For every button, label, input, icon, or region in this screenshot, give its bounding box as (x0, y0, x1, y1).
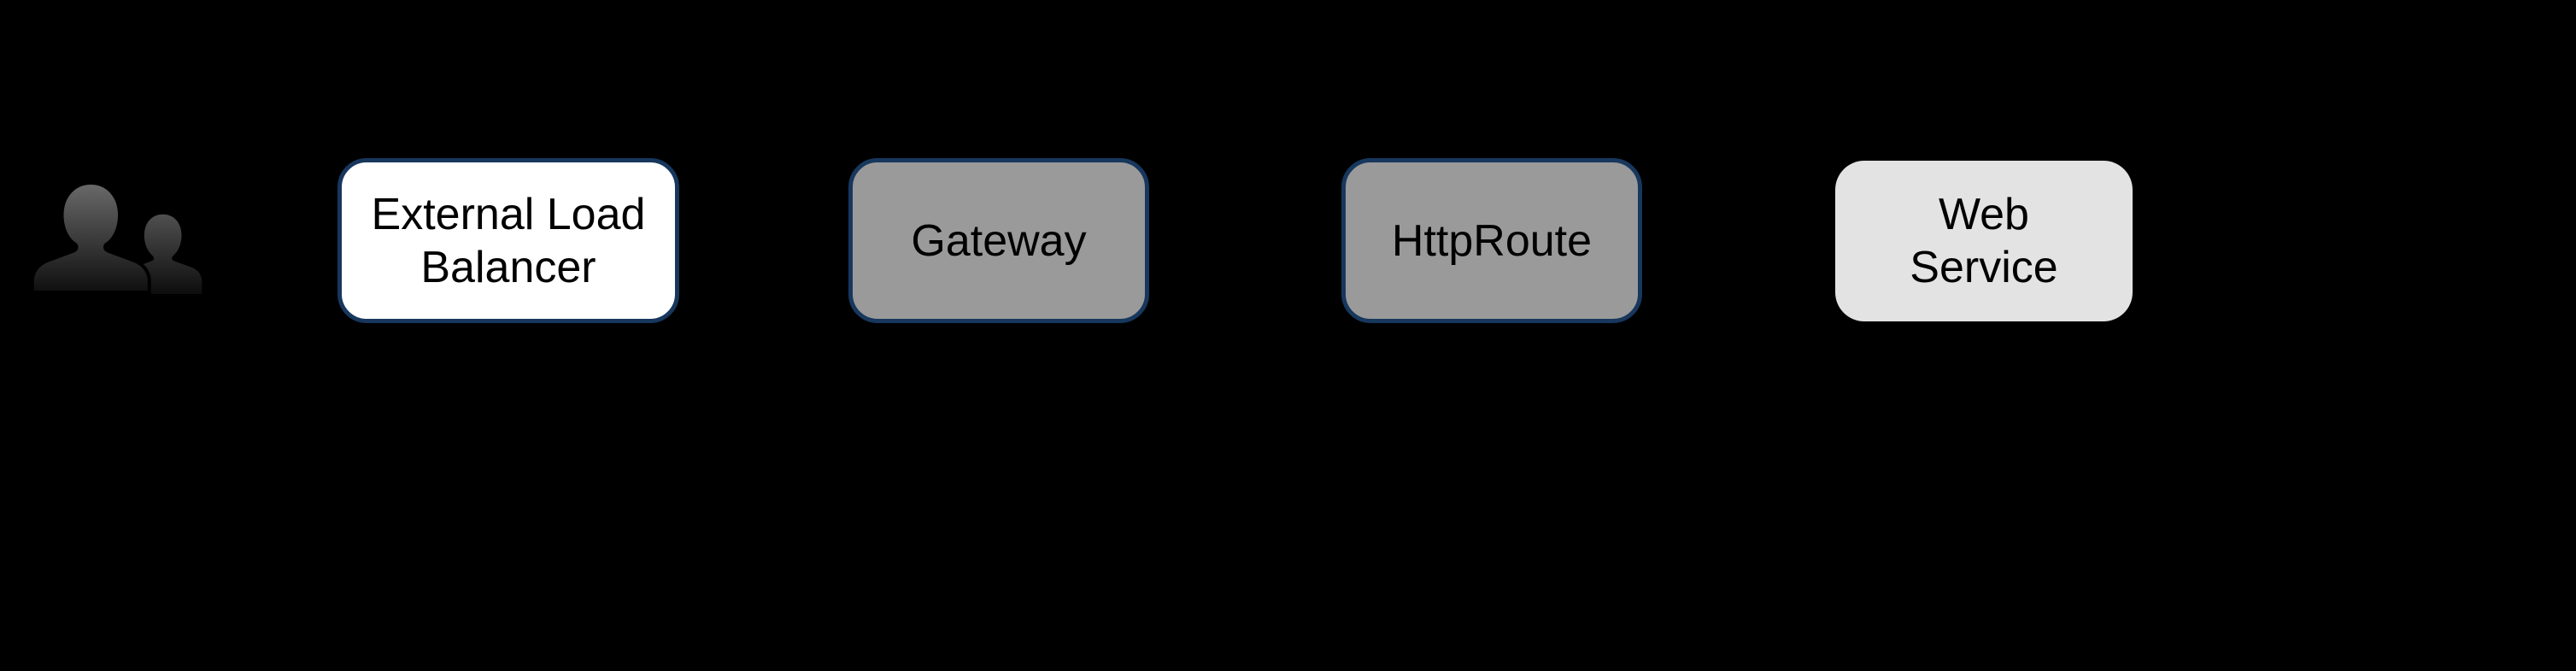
node-label-line: Balancer (420, 242, 596, 292)
users-icon (30, 181, 202, 295)
node-gateway: Gateway (848, 158, 1149, 323)
node-label: Gateway (911, 215, 1087, 266)
node-label-line: Web (1939, 190, 2029, 239)
node-httproute: HttpRoute (1341, 158, 1642, 323)
node-label-line: Service (1910, 243, 2058, 292)
node-external-load-balancer: External Load Balancer (337, 158, 679, 323)
node-label-line: External Load (371, 189, 646, 239)
large-person-silhouette (30, 181, 151, 295)
node-web-service: Web Service (1835, 161, 2133, 321)
node-label: HttpRoute (1391, 215, 1593, 266)
